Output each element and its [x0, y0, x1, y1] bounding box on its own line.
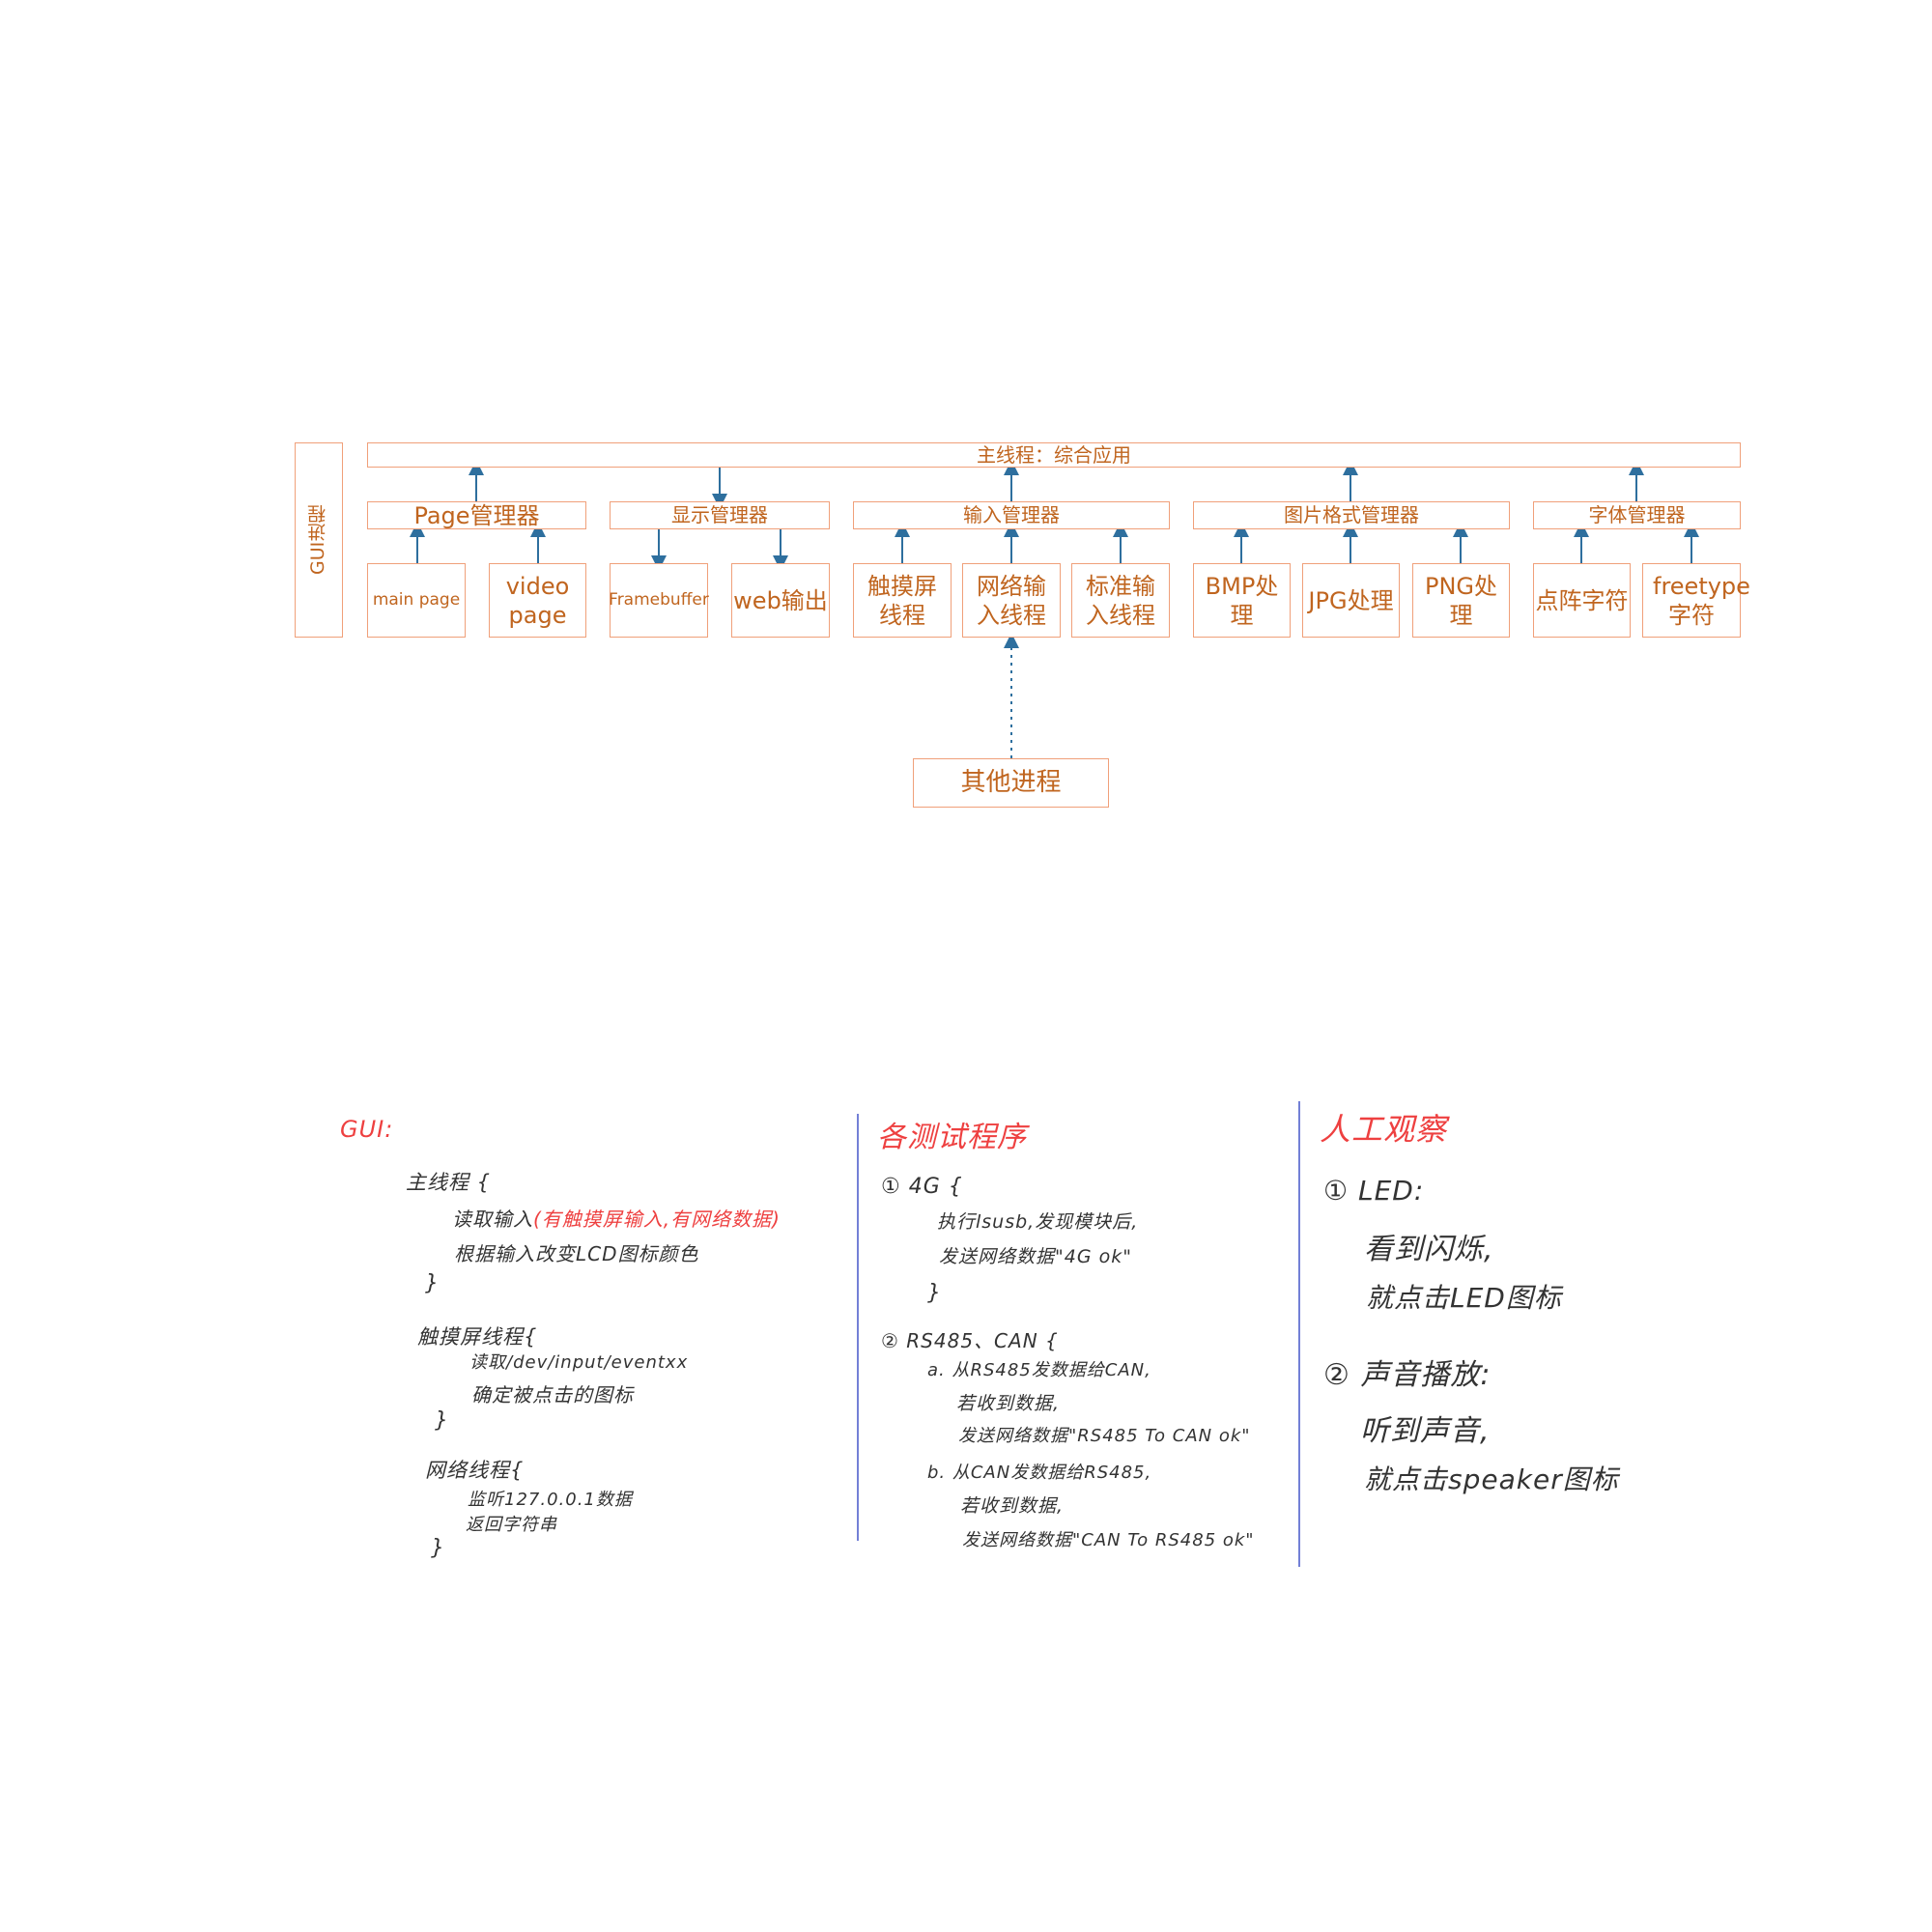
tests-item1-b: 发送网络数据"4G ok" — [939, 1246, 1132, 1267]
gui-read-input-line: 读取输入(有触摸屏输入,有网络数据) — [452, 1204, 781, 1232]
video-page-label: video page — [505, 572, 570, 629]
tests-item2: ② RS485、CAN { — [881, 1329, 1059, 1352]
observe-item2-a: 听到声音, — [1360, 1414, 1491, 1448]
gui-return-str: 返回字符串 — [466, 1515, 557, 1535]
gui-read-dev: 读取/dev/input/eventxx — [469, 1352, 689, 1373]
observe-item2-b: 就点击speaker图标 — [1364, 1463, 1619, 1495]
touch-thread-box: 触摸屏线程 — [853, 563, 952, 638]
std-thread-label: 标准输入线程 — [1086, 572, 1155, 629]
tests-item1: ① 4G { — [881, 1175, 963, 1199]
video-page-box: video page — [489, 563, 586, 638]
main-page-label: main page — [372, 589, 461, 610]
gui-main-thread: 主线程 { — [406, 1171, 492, 1194]
gui-process-label: GUI进程 — [307, 504, 329, 576]
gui-net-thread: 网络线程{ — [425, 1459, 525, 1482]
gui-notes-title: GUI: — [340, 1116, 394, 1143]
tests-item2-a1: 若收到数据, — [956, 1393, 1061, 1414]
gui-close-1: } — [425, 1271, 440, 1295]
page-manager-box: Page管理器 — [367, 501, 586, 529]
tests-item2-a2: 发送网络数据"RS485 To CAN ok" — [958, 1426, 1251, 1446]
image-manager-box: 图片格式管理器 — [1193, 501, 1510, 529]
gui-find-icon: 确定被点击的图标 — [471, 1383, 634, 1406]
gui-change-color: 根据输入改变LCD图标颜色 — [454, 1242, 699, 1265]
net-thread-box: 网络输入线程 — [962, 563, 1061, 638]
input-manager-label: 输入管理器 — [963, 503, 1060, 526]
dot-font-box: 点阵字符 — [1533, 563, 1631, 638]
image-manager-label: 图片格式管理器 — [1284, 503, 1419, 526]
display-manager-box: 显示管理器 — [610, 501, 830, 529]
divider-line-2 — [1298, 1101, 1300, 1567]
web-output-label: web输出 — [733, 586, 828, 614]
bmp-box: BMP处理 — [1193, 563, 1291, 638]
gui-close-2: } — [435, 1408, 449, 1433]
other-process-label: 其他进程 — [960, 768, 1062, 798]
tests-close1: } — [927, 1281, 942, 1305]
framebuffer-label: Framebuffer — [609, 589, 709, 610]
observe-title: 人工观察 — [1320, 1111, 1448, 1148]
tests-item2-a: a. 从RS485发数据给CAN, — [927, 1360, 1151, 1380]
jpg-box: JPG处理 — [1302, 563, 1400, 638]
font-manager-box: 字体管理器 — [1533, 501, 1741, 529]
tests-item2-b1: 若收到数据, — [960, 1495, 1065, 1517]
tests-title: 各测试程序 — [877, 1121, 1027, 1154]
gui-touch-thread: 触摸屏线程{ — [417, 1325, 538, 1349]
display-manager-label: 显示管理器 — [671, 503, 768, 526]
divider-line-1 — [857, 1114, 859, 1541]
tests-item2-b2: 发送网络数据"CAN To RS485 ok" — [962, 1530, 1255, 1550]
gui-process-box: GUI进程 — [295, 442, 343, 638]
main-thread-box: 主线程：综合应用 — [367, 442, 1741, 468]
freetype-label: freetype字符 — [1653, 572, 1750, 629]
input-manager-box: 输入管理器 — [853, 501, 1170, 529]
gui-close-3: } — [431, 1536, 445, 1560]
page-manager-label: Page管理器 — [413, 501, 540, 529]
bmp-label: BMP处理 — [1205, 572, 1279, 629]
main-page-box: main page — [367, 563, 466, 638]
std-thread-box: 标准输入线程 — [1071, 563, 1170, 638]
png-box: PNG处理 — [1412, 563, 1510, 638]
jpg-label: JPG处理 — [1308, 586, 1394, 614]
observe-item1: ① LED: — [1323, 1175, 1425, 1207]
web-output-box: web输出 — [731, 563, 830, 638]
net-thread-label: 网络输入线程 — [977, 572, 1046, 629]
font-manager-label: 字体管理器 — [1588, 503, 1686, 526]
other-process-box: 其他进程 — [913, 758, 1109, 808]
touch-thread-label: 触摸屏线程 — [867, 572, 937, 629]
freetype-box: freetype字符 — [1642, 563, 1750, 638]
gui-listen: 监听127.0.0.1数据 — [468, 1490, 633, 1510]
observe-item1-a: 看到闪烁, — [1364, 1233, 1494, 1266]
gui-read-input: 读取输入 — [452, 1208, 533, 1231]
png-label: PNG处理 — [1424, 572, 1498, 629]
dot-font-label: 点阵字符 — [1535, 586, 1629, 614]
framebuffer-box: Framebuffer — [609, 563, 709, 638]
gui-read-input-note: (有触摸屏输入,有网络数据) — [533, 1208, 781, 1231]
main-thread-label: 主线程：综合应用 — [977, 442, 1131, 467]
observe-item2: ② 声音播放: — [1323, 1358, 1492, 1392]
tests-item2-b: b. 从CAN发数据给RS485, — [927, 1463, 1152, 1483]
tests-item1-a: 执行lsusb,发现模块后, — [937, 1211, 1139, 1233]
observe-item1-b: 就点击LED图标 — [1366, 1282, 1562, 1314]
